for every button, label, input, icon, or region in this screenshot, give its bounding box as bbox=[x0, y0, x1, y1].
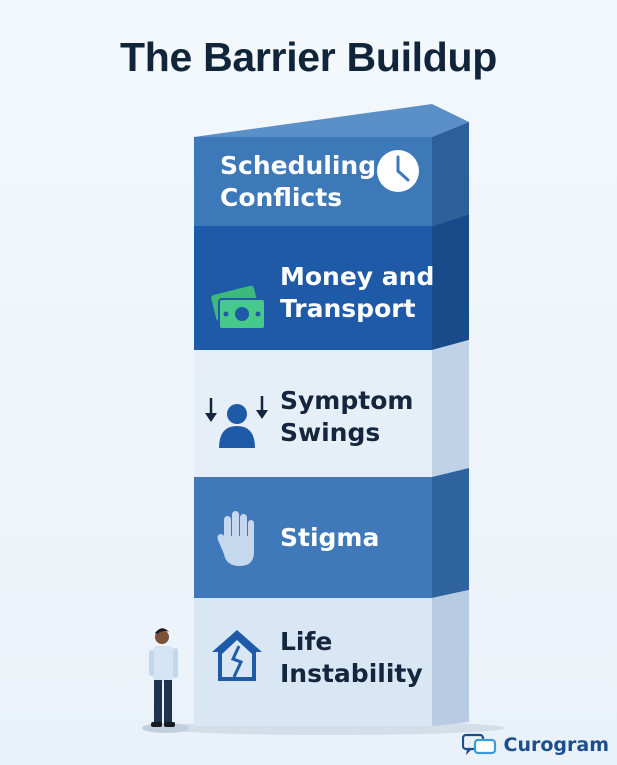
barrier-label-stigma: Stigma bbox=[280, 523, 380, 552]
barrier-label-scheduling-conflicts: Scheduling Conflicts bbox=[220, 151, 377, 212]
person-figure bbox=[142, 628, 190, 733]
money-icon bbox=[211, 285, 266, 330]
barrier-label-life-instability: Life Instability bbox=[280, 627, 423, 688]
person-arrows-icon bbox=[205, 396, 268, 448]
brand-logo: Curogram bbox=[461, 733, 609, 757]
brand-name: Curogram bbox=[503, 734, 609, 756]
diagram-title: The Barrier Buildup bbox=[119, 34, 497, 80]
cracked-house-icon bbox=[212, 630, 262, 681]
tower-top-face bbox=[194, 104, 469, 137]
chat-bubbles-icon bbox=[461, 733, 496, 755]
barrier-label-symptom-swings: Symptom Swings bbox=[280, 386, 414, 447]
clock-icon bbox=[377, 150, 419, 192]
barrier-label-money-and-transport: Money and Transport bbox=[280, 262, 435, 323]
hand-stop-icon bbox=[217, 511, 254, 566]
